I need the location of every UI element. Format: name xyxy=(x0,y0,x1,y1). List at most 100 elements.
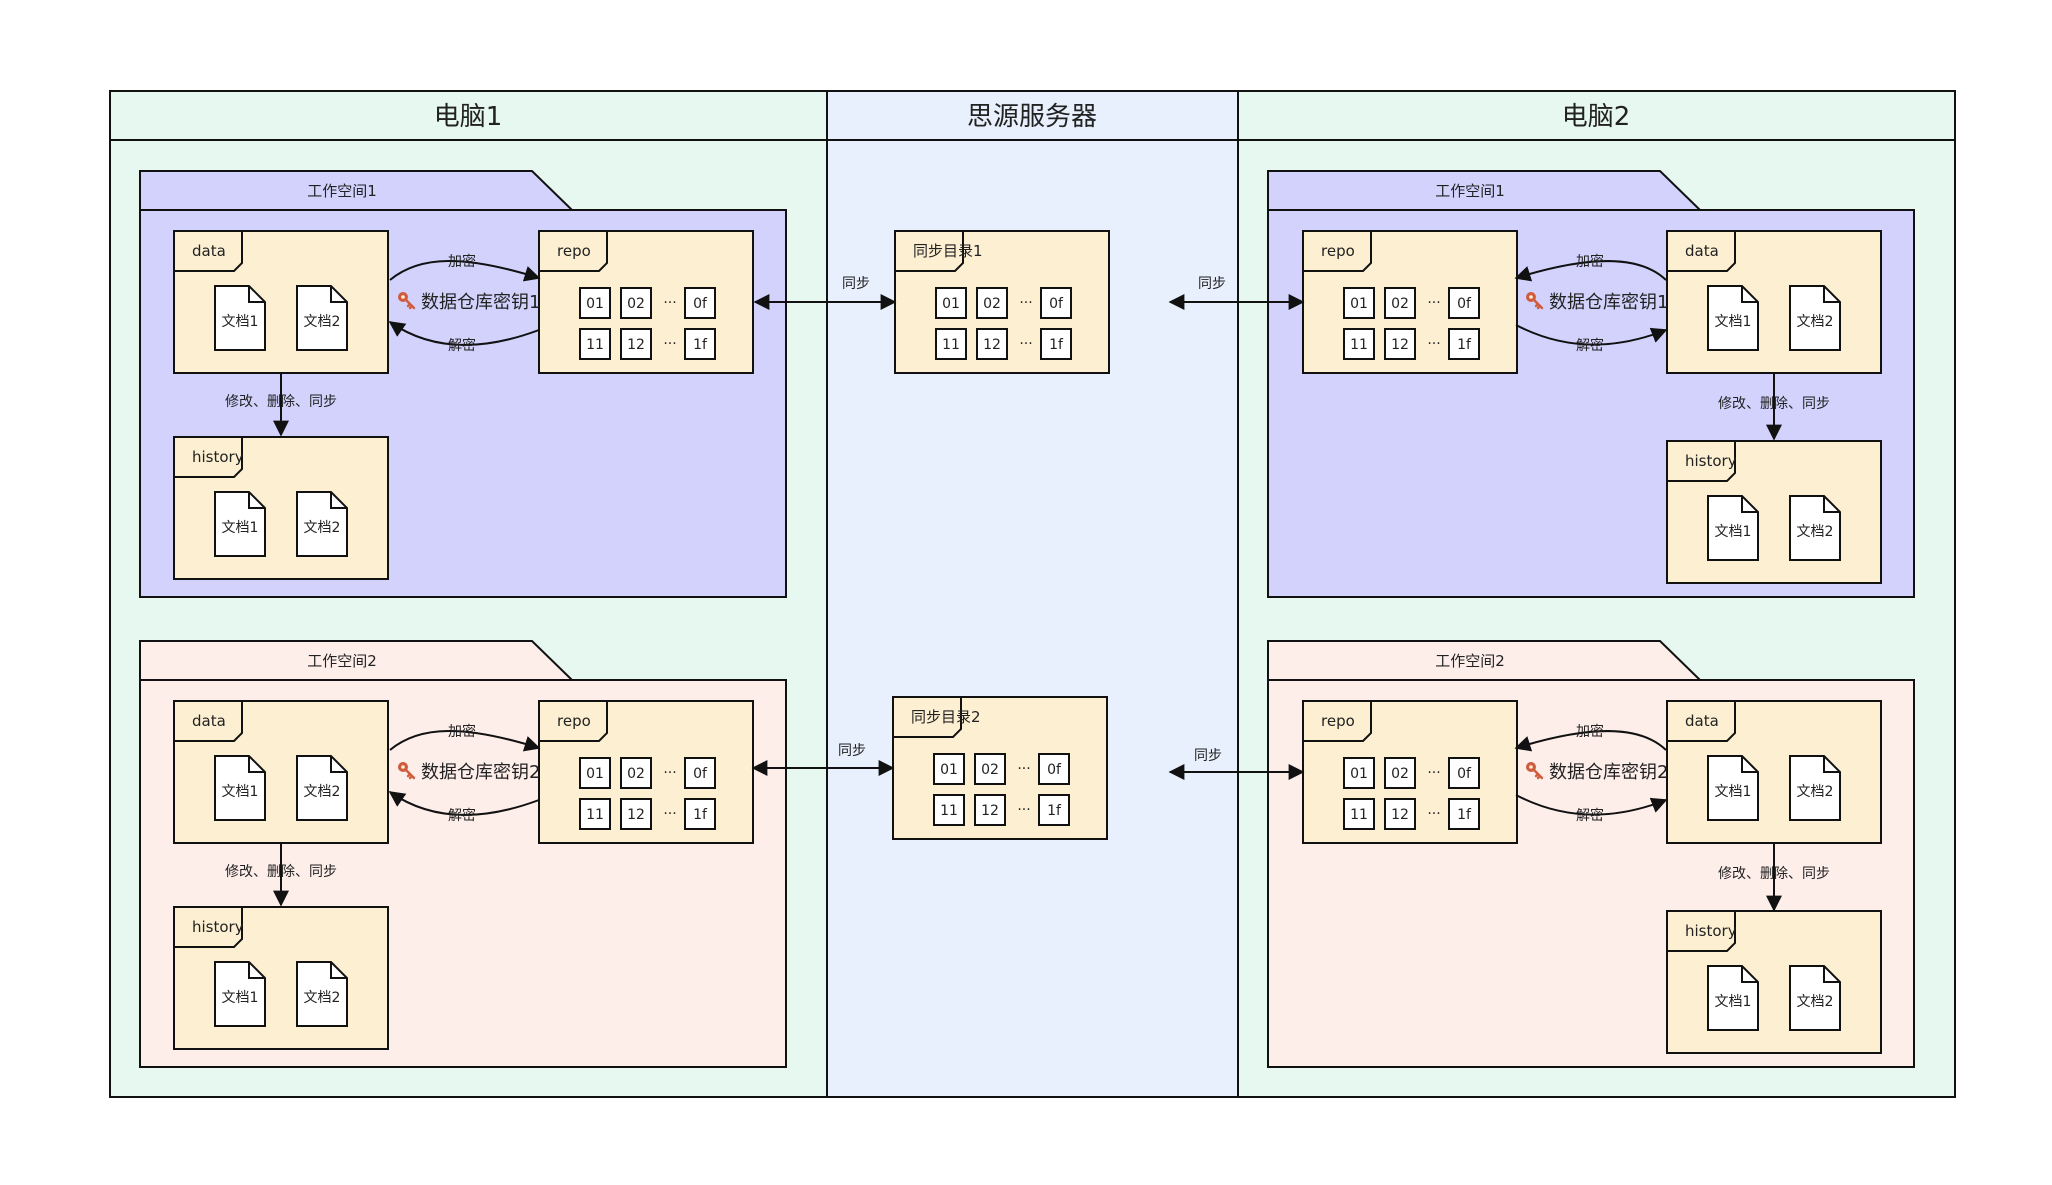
sync-label: 同步 xyxy=(1198,276,1226,292)
repo-cell-label: 0f xyxy=(1049,296,1064,312)
repo-cell xyxy=(684,798,716,830)
encrypt-arrow xyxy=(1514,260,1667,282)
repo-cell-label: 01 xyxy=(1350,296,1368,312)
repo-cell-label: 0f xyxy=(693,766,708,782)
workspace-title: 工作空间2 xyxy=(1435,652,1505,670)
document-label: 文档1 xyxy=(1715,524,1752,540)
document-icon: 文档1 xyxy=(214,961,266,1027)
repo-cell-label: 12 xyxy=(627,807,645,823)
encrypt-label: 加密 xyxy=(1576,723,1604,740)
repo-cell-label: 0f xyxy=(1047,762,1062,778)
repo-cell xyxy=(1040,287,1072,319)
encrypt-label: 加密 xyxy=(1576,253,1604,270)
document-icon: 文档2 xyxy=(296,755,348,821)
document-label: 文档1 xyxy=(1715,994,1752,1010)
decrypt-label: 解密 xyxy=(1576,337,1604,354)
folder-label: history xyxy=(1685,922,1737,940)
repo-cell xyxy=(1038,753,1070,785)
repo-cell-label: 0f xyxy=(1457,296,1472,312)
edge-labels: 加密 解密 数据仓库密钥1 加密 解密 数据仓库密钥2 加密 解密 数据仓库密钥… xyxy=(225,253,1830,882)
repo-cell xyxy=(1040,328,1072,360)
document-label: 文档2 xyxy=(304,784,341,800)
document-label: 文档1 xyxy=(1715,784,1752,800)
repo-cell-label: 11 xyxy=(1350,337,1368,353)
folder-label: repo xyxy=(557,712,591,730)
repo-cell-label: 12 xyxy=(1391,807,1409,823)
repo-cell xyxy=(1384,328,1416,360)
repo-cell xyxy=(1384,287,1416,319)
repo-cell-label: 1f xyxy=(1457,807,1472,823)
document-icon: 文档2 xyxy=(296,961,348,1027)
folder-label: history xyxy=(192,448,244,466)
folder-label: repo xyxy=(1321,242,1355,260)
repo-cell-label: 02 xyxy=(1391,296,1409,312)
document-icon: 文档1 xyxy=(214,491,266,557)
repo-cell-label: 1f xyxy=(693,807,708,823)
document-label: 文档1 xyxy=(222,314,259,330)
repo-cell-label: 1f xyxy=(693,337,708,353)
repo-cell-label: 02 xyxy=(981,762,999,778)
encrypt-arrow xyxy=(389,730,541,752)
workspace-title: 工作空间2 xyxy=(307,652,377,670)
repo-cell xyxy=(579,757,611,789)
document-label: 文档2 xyxy=(304,520,341,536)
repo-cell-label: 0f xyxy=(693,296,708,312)
repo-cell xyxy=(933,753,965,785)
repo-cell-label: 02 xyxy=(627,296,645,312)
document-label: 文档2 xyxy=(304,990,341,1006)
folder-label: data xyxy=(1685,712,1719,730)
repo-cell xyxy=(579,287,611,319)
repo-cell-label: 02 xyxy=(627,766,645,782)
repo-cell-ellipsis: ··· xyxy=(1427,765,1440,781)
document-label: 文档2 xyxy=(1797,524,1834,540)
key-label: 数据仓库密钥2 xyxy=(1549,762,1668,783)
workspace-title: 工作空间1 xyxy=(307,182,377,200)
sync-label: 同步 xyxy=(838,743,866,759)
document-icon: 文档2 xyxy=(1789,965,1841,1031)
key-label: 数据仓库密钥1 xyxy=(1549,292,1668,313)
history-folder: history 文档1 文档2 xyxy=(173,436,389,580)
repo-cell-label: 1f xyxy=(1049,337,1064,353)
repo-cell xyxy=(579,798,611,830)
repo-cell xyxy=(1448,328,1480,360)
sync-label: 同步 xyxy=(1194,748,1222,764)
decrypt-label: 解密 xyxy=(1576,807,1604,824)
folder-label: 同步目录1 xyxy=(913,242,983,260)
data-folder: data 文档1 文档2 xyxy=(1666,700,1882,844)
edges xyxy=(273,260,1782,912)
repo-cell xyxy=(935,287,967,319)
document-icon: 文档1 xyxy=(1707,755,1759,821)
column-title-pc1: 电脑1 xyxy=(434,102,503,132)
repo-cell xyxy=(1384,757,1416,789)
repo-cell-ellipsis: ··· xyxy=(663,295,676,311)
encrypt-arrow xyxy=(1514,730,1667,752)
repo-cell-label: 12 xyxy=(981,803,999,819)
repo-cell xyxy=(684,757,716,789)
document-icon: 文档2 xyxy=(1789,755,1841,821)
modify-label: 修改、删除、同步 xyxy=(225,864,337,880)
decrypt-label: 解密 xyxy=(448,807,476,824)
column-title-pc2: 电脑2 xyxy=(1562,102,1631,132)
document-label: 文档1 xyxy=(1715,314,1752,330)
repo-cell xyxy=(1448,757,1480,789)
repo-cell xyxy=(1384,798,1416,830)
repo-cell xyxy=(684,287,716,319)
repo-cell-label: 11 xyxy=(1350,807,1368,823)
document-label: 文档2 xyxy=(304,314,341,330)
repo-cell-label: 12 xyxy=(1391,337,1409,353)
repo-cell xyxy=(1343,287,1375,319)
column-title-server: 思源服务器 xyxy=(967,102,1097,132)
workspace-title: 工作空间1 xyxy=(1435,182,1505,200)
document-icon: 文档1 xyxy=(1707,965,1759,1031)
repo-cell xyxy=(935,328,967,360)
